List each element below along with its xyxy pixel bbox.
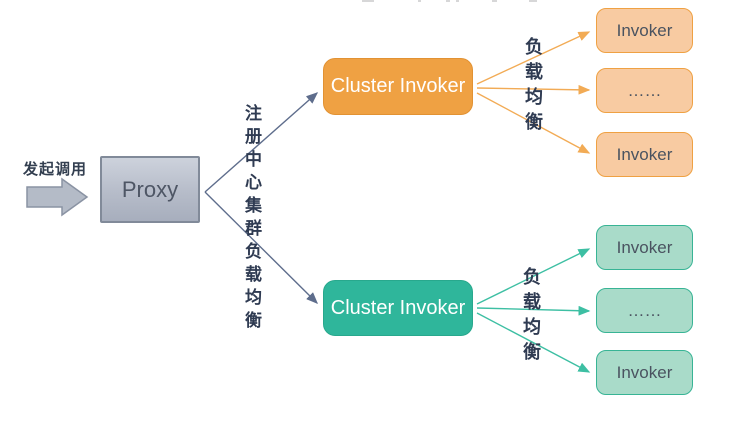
load-balance-label-top: 负载均衡 xyxy=(523,37,543,137)
invoker-ellipsis-label: …… xyxy=(627,300,662,320)
proxy-box: Proxy xyxy=(100,156,200,223)
invoker-label: Invoker xyxy=(616,20,673,40)
load-balance-label-bottom: 负载均衡 xyxy=(521,267,541,367)
call-block-arrow xyxy=(26,177,89,217)
invoker-box-bottom-1: Invoker xyxy=(596,225,693,270)
invoker-label: Invoker xyxy=(616,362,673,382)
proxy-label: Proxy xyxy=(121,176,179,202)
cluster-invoker-top-box: Cluster Invoker xyxy=(323,58,473,115)
registry-cluster-load-balance-label: 注册中心集群负载均衡 xyxy=(242,104,261,334)
invoker-box-bottom-2: Invoker xyxy=(596,350,693,395)
cluster-invoker-bottom-box: Cluster Invoker xyxy=(323,280,473,336)
cluster-invoker-top-label: Cluster Invoker xyxy=(330,75,466,97)
invoker-box-bottom-ellipsis: …… xyxy=(596,288,693,333)
invoker-box-top-2: Invoker xyxy=(596,132,693,177)
initiate-call-label: 发起调用 xyxy=(23,161,88,178)
invoker-box-top-ellipsis: …… xyxy=(596,68,693,113)
cluster-invoker-bottom-label: Cluster Invoker xyxy=(330,296,466,319)
invoker-ellipsis-label: …… xyxy=(627,80,662,100)
invoker-box-top-1: Invoker xyxy=(596,8,693,53)
invoker-label: Invoker xyxy=(616,237,673,257)
invoker-label: Invoker xyxy=(616,144,673,164)
